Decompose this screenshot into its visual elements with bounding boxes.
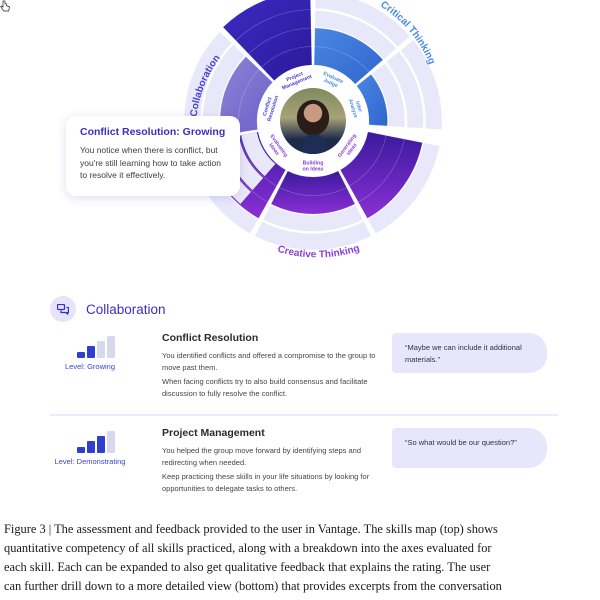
empty-level-segment [254,221,372,250]
empty-level-segment [241,132,276,177]
skill-row-project-management[interactable]: Level: Demonstrating Project Management … [40,423,560,503]
empty-level-segment [371,63,405,128]
skill-detail-panel: Collaboration Level: Growing Conflict Re… [40,290,560,510]
level-indicator: Level: Growing [40,336,140,371]
skill-tooltip: Conflict Resolution: Growing You notice … [66,116,240,196]
level-gridline [314,46,370,73]
skill-feedback-text: You helped the group move forward by ide… [162,446,362,467]
empty-level-segment [386,51,424,129]
level-gridline [248,27,312,55]
caption-line: can further drill down to a more detaile… [4,579,502,593]
caption-line: Figure 3 | The assessment and feedback p… [4,522,498,536]
level-label: Level: Growing [64,362,116,371]
empty-level-segment [202,44,246,138]
section-header: Collaboration [50,294,166,324]
level-gridline [261,46,312,68]
level-bars-icon [52,336,140,358]
empty-level-segment [263,205,363,232]
skill-row-conflict-resolution[interactable]: Level: Growing Conflict Resolution You i… [40,328,560,406]
skill-bar-project-management[interactable] [222,0,313,82]
skill-feedback-text: You identified conflicts and offered a c… [162,351,376,372]
conversation-excerpt: “Maybe we can include it additional mate… [392,333,547,373]
level-label: Level: Demonstrating [54,457,126,466]
hand-cursor-icon [0,0,10,12]
empty-level-segment [314,10,396,59]
skill-suggestion-text: When facing conflicts try to also build … [162,377,368,398]
level-gridline [349,135,387,187]
skill-bar-conflict-resolution[interactable] [219,56,274,136]
empty-level-segment [367,142,440,234]
skill-feedback: Project Management You helped the group … [162,427,382,497]
level-bars-icon [52,431,140,453]
caption-line: quantitative competency of all skills pr… [4,541,492,555]
row-divider [50,414,558,416]
skill-bar-generating-ideas[interactable] [339,131,423,219]
section-title: Collaboration [86,301,166,317]
skill-bar-infer-analyze[interactable] [356,73,388,127]
conversation-excerpt: “So what would be our question?” [392,428,547,468]
empty-level-segment [184,31,232,141]
level-gridline [235,9,311,41]
level-gridline [358,138,405,203]
figure-caption: Figure 3 | The assessment and feedback p… [4,520,598,596]
empty-level-segment [400,40,442,130]
level-gridline [239,135,277,187]
skill-bar-evaluate-judge[interactable] [313,27,384,85]
tooltip-body: You notice when there is conflict, but y… [80,145,222,180]
caption-line: each skill. Each can be expanded to also… [4,560,491,574]
tooltip-title: Conflict Resolution: Growing [80,126,226,138]
skill-title: Project Management [162,427,265,439]
user-avatar-photo [280,88,346,154]
empty-level-segment [315,0,410,47]
skill-title: Conflict Resolution [162,332,259,344]
skill-feedback: Conflict Resolution You identified confl… [162,332,382,402]
chat-bubbles-icon [50,296,76,322]
skill-suggestion-text: Keep practicing these skills in your lif… [162,472,370,493]
skill-bar-building-on-ideas[interactable] [270,170,356,215]
level-indicator: Level: Demonstrating [40,431,140,466]
level-gridline [279,187,347,196]
axis-label: InferAnalyze [347,96,364,118]
